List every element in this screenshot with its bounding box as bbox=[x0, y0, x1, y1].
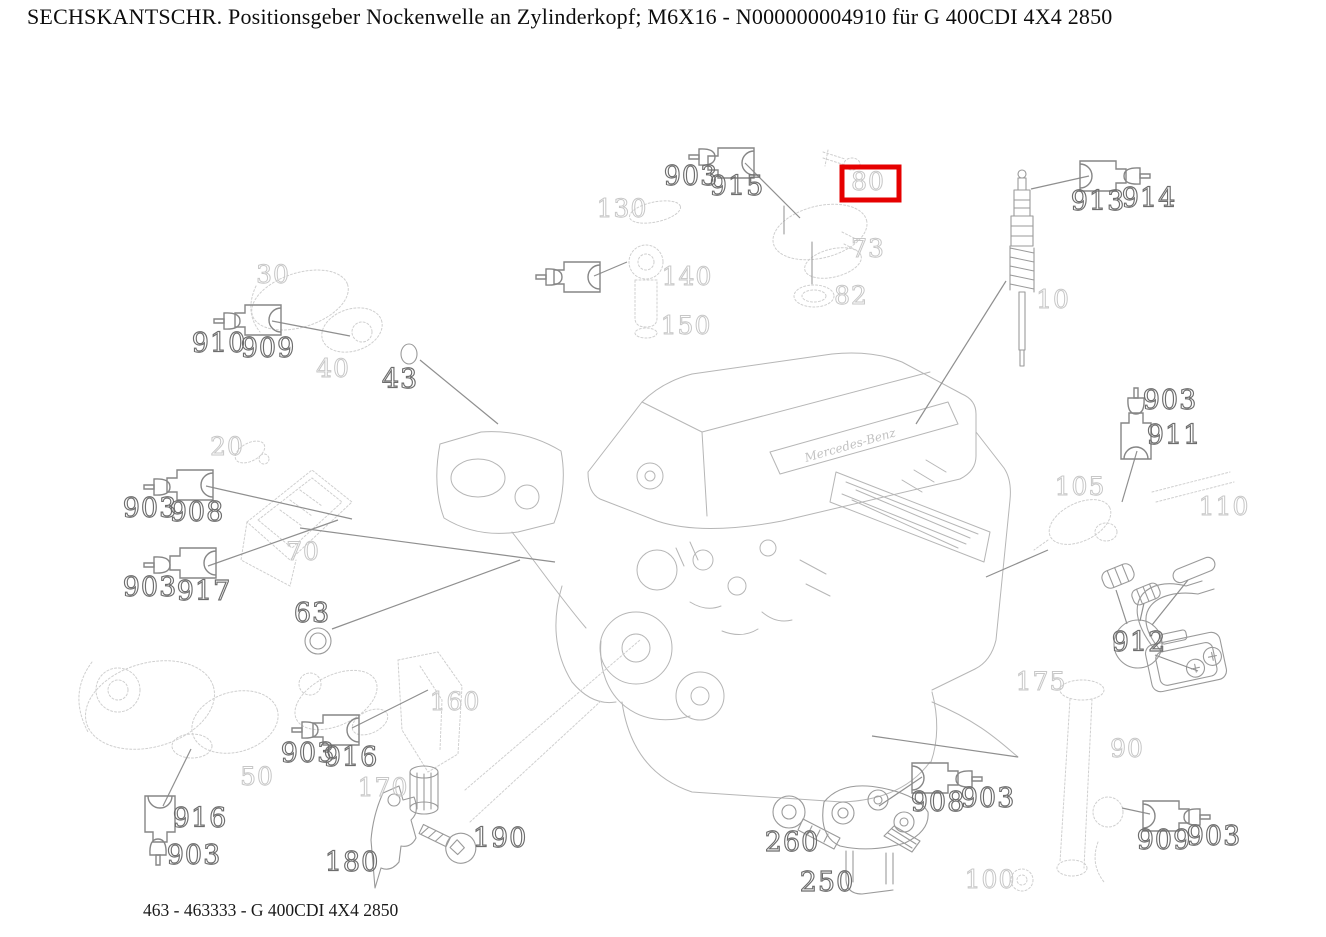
part-label-43[interactable]: 43 bbox=[381, 363, 418, 395]
part-label-909[interactable]: 909 bbox=[240, 332, 296, 364]
part-label-903[interactable]: 903 bbox=[960, 782, 1016, 814]
part-label-90[interactable]: 90 bbox=[1110, 734, 1144, 764]
bolt-icon bbox=[535, 268, 563, 286]
leader-line bbox=[205, 485, 353, 520]
page-title: SECHSKANTSCHR. Positionsgeber Nockenwell… bbox=[27, 4, 1113, 29]
leader-line bbox=[1121, 807, 1151, 815]
screw-190 bbox=[418, 823, 477, 864]
leader-line bbox=[915, 280, 1007, 425]
part-label-903[interactable]: 903 bbox=[280, 737, 336, 769]
part-label-170[interactable]: 170 bbox=[357, 773, 409, 803]
part-label-40[interactable]: 40 bbox=[316, 354, 350, 384]
pin bbox=[1172, 556, 1216, 584]
part-label-910[interactable]: 910 bbox=[191, 327, 247, 359]
leader-line bbox=[419, 359, 499, 425]
part-label-911[interactable]: 911 bbox=[1146, 419, 1202, 451]
o-ring-63 bbox=[304, 627, 332, 655]
part-label-63[interactable]: 63 bbox=[293, 597, 330, 629]
part-label-908[interactable]: 908 bbox=[910, 786, 966, 818]
part-label-50[interactable]: 50 bbox=[240, 762, 274, 792]
engine-outline: Mercedes-Benz bbox=[436, 352, 1019, 803]
plug-icon bbox=[553, 261, 601, 293]
connector-housing bbox=[1144, 629, 1228, 693]
leader-line bbox=[871, 735, 1019, 758]
part-label-915[interactable]: 915 bbox=[709, 170, 765, 202]
faint-parts bbox=[78, 149, 1235, 892]
part-label-250[interactable]: 250 bbox=[799, 866, 855, 898]
part-label-105[interactable]: 105 bbox=[1054, 472, 1106, 502]
part-label-175[interactable]: 175 bbox=[1015, 667, 1067, 697]
part-label-914[interactable]: 914 bbox=[1121, 182, 1177, 214]
part-label-150[interactable]: 150 bbox=[660, 311, 712, 341]
part-label-10[interactable]: 10 bbox=[1036, 285, 1070, 315]
detail-parts bbox=[304, 169, 1228, 895]
leader-line bbox=[878, 776, 923, 807]
bolt-icon bbox=[1123, 167, 1151, 185]
part-label-80[interactable]: 80 bbox=[851, 167, 885, 197]
part-label-903[interactable]: 903 bbox=[166, 839, 222, 871]
part-label-190[interactable]: 190 bbox=[472, 822, 528, 854]
highlighted-part-box[interactable] bbox=[839, 164, 902, 203]
part-label-916[interactable]: 916 bbox=[323, 741, 379, 773]
part-label-917[interactable]: 917 bbox=[176, 575, 232, 607]
part-label-180[interactable]: 180 bbox=[324, 846, 380, 878]
bolt-icon bbox=[143, 556, 171, 574]
part-label-30[interactable]: 30 bbox=[256, 260, 290, 290]
bolt-260 bbox=[772, 795, 841, 850]
grommet bbox=[1101, 563, 1135, 589]
leader-line bbox=[271, 320, 351, 337]
leader-line bbox=[1139, 602, 1145, 622]
glow-plug bbox=[1009, 169, 1035, 367]
part-label-100[interactable]: 100 bbox=[964, 865, 1016, 895]
part-label-130[interactable]: 130 bbox=[596, 194, 648, 224]
footer-caption: 463 - 463333 - G 400CDI 4X4 2850 bbox=[143, 900, 399, 920]
part-label-140[interactable]: 140 bbox=[661, 262, 713, 292]
part-label-260[interactable]: 260 bbox=[764, 826, 820, 858]
part-label-70[interactable]: 70 bbox=[286, 537, 320, 567]
damper-170 bbox=[409, 765, 439, 815]
part-label-903[interactable]: 903 bbox=[663, 160, 719, 192]
leader-line bbox=[985, 549, 1049, 578]
leader-line bbox=[299, 527, 556, 563]
bolt-icon bbox=[291, 721, 319, 739]
leader-line bbox=[331, 559, 521, 630]
part-label-916[interactable]: 916 bbox=[172, 802, 228, 834]
part-label-82[interactable]: 82 bbox=[834, 281, 868, 311]
leader-line bbox=[1115, 589, 1128, 625]
leader-line bbox=[207, 519, 339, 567]
connector-wires bbox=[1136, 580, 1215, 653]
bracket-180 bbox=[370, 785, 417, 889]
o-ring-43 bbox=[400, 343, 418, 365]
part-label-903[interactable]: 903 bbox=[1142, 384, 1198, 416]
part-label-912[interactable]: 912 bbox=[1111, 626, 1167, 658]
part-label-903[interactable]: 903 bbox=[122, 492, 178, 524]
part-label-20[interactable]: 20 bbox=[210, 432, 244, 462]
part-label-913[interactable]: 913 bbox=[1070, 185, 1126, 217]
bolt-icon bbox=[213, 312, 241, 330]
part-label-903[interactable]: 903 bbox=[1186, 820, 1242, 852]
part-label-73[interactable]: 73 bbox=[851, 234, 885, 264]
plug-icon bbox=[144, 795, 176, 843]
part-label-110[interactable]: 110 bbox=[1198, 492, 1250, 522]
leader-line bbox=[1151, 579, 1189, 626]
leader-line bbox=[351, 689, 429, 729]
bolt-icon bbox=[149, 838, 167, 866]
grommet bbox=[1131, 582, 1161, 606]
part-label-160[interactable]: 160 bbox=[429, 687, 481, 717]
oil-thermostat-250 bbox=[822, 785, 929, 895]
bolt-icon bbox=[1127, 387, 1145, 415]
part-label-908[interactable]: 908 bbox=[169, 496, 225, 528]
part-label-909[interactable]: 909 bbox=[1136, 824, 1192, 856]
leader-line bbox=[593, 261, 628, 277]
leader-line bbox=[1154, 654, 1199, 672]
part-label-903[interactable]: 903 bbox=[122, 571, 178, 603]
leader-line bbox=[162, 748, 192, 807]
engine-illustration: Mercedes-Benz bbox=[78, 149, 1235, 895]
